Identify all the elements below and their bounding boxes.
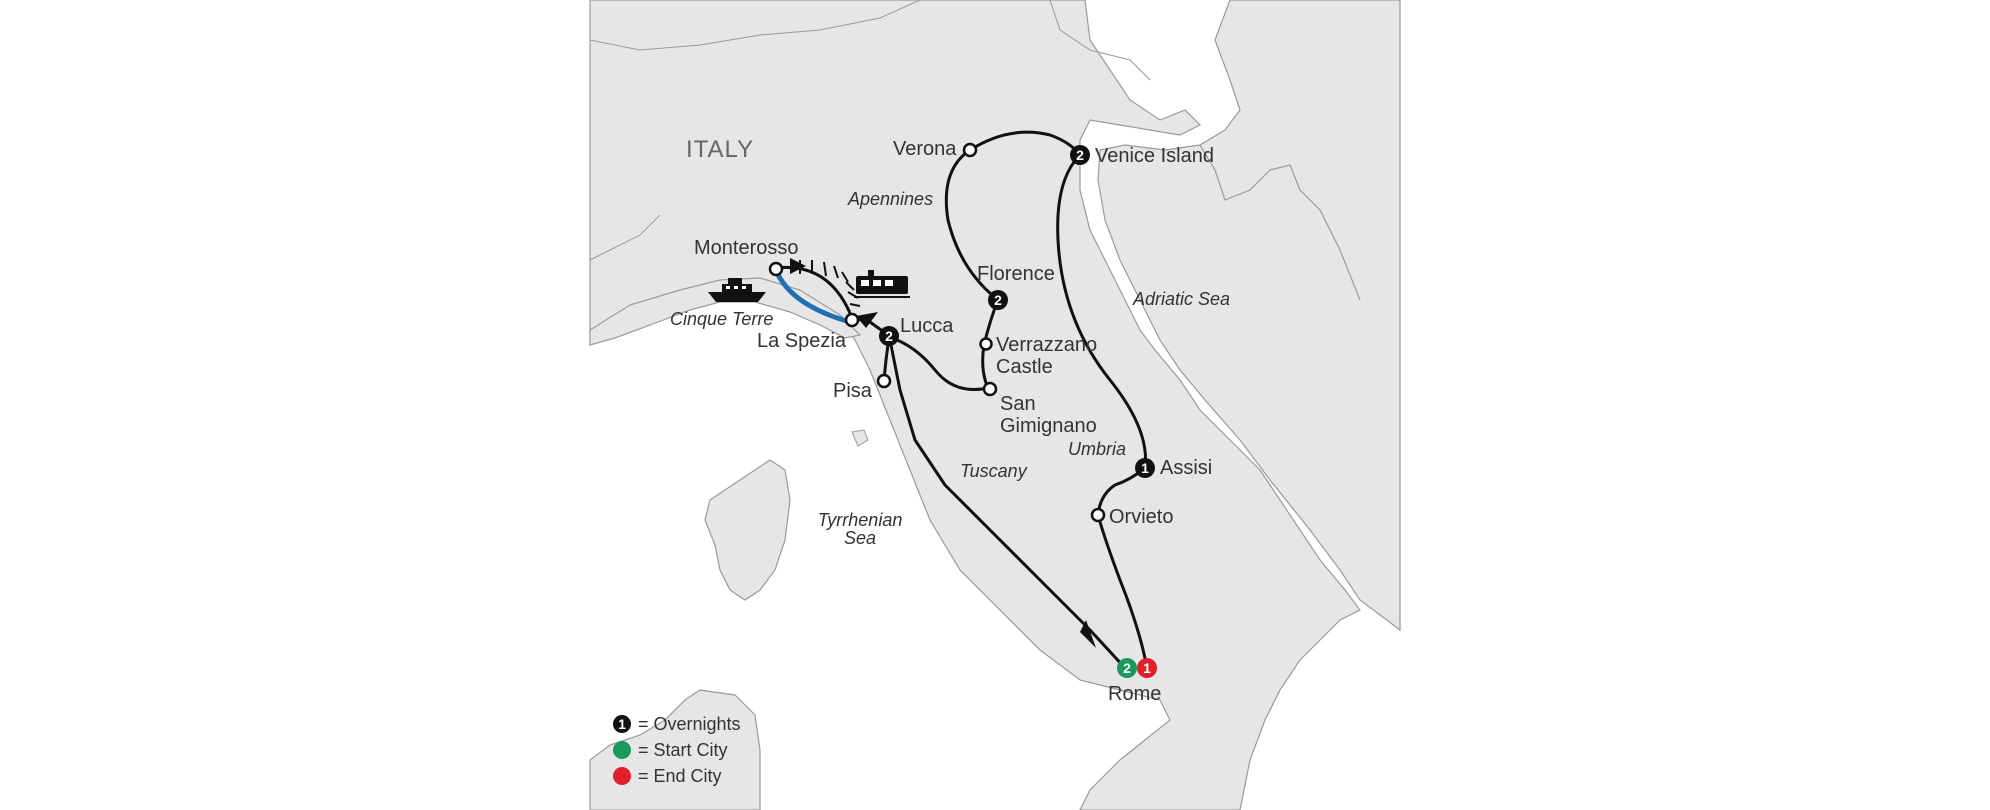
ship-icon xyxy=(708,278,766,302)
city-label-pisa: Pisa xyxy=(833,380,873,402)
route-arrow-lucca xyxy=(856,312,878,328)
border-west xyxy=(589,214,661,261)
city-label-verona: Verona xyxy=(893,138,957,160)
svg-text:2: 2 xyxy=(1076,147,1084,163)
region-label-cinque-terre: Cinque Terre xyxy=(670,309,773,329)
stop-verrazzano xyxy=(979,337,993,351)
region-label-tyrrhenian: Tyrrhenian xyxy=(818,510,903,530)
region-label-tyrrhenian-sea: Sea xyxy=(844,528,876,548)
svg-text:1: 1 xyxy=(1141,460,1149,476)
svg-text:2: 2 xyxy=(885,328,893,344)
border-north xyxy=(589,0,921,51)
legend-start-city: = Start City xyxy=(613,740,728,760)
badge-lucca: 2 xyxy=(879,326,899,346)
svg-text:1: 1 xyxy=(618,716,626,732)
svg-text:2: 2 xyxy=(994,292,1002,308)
city-label-monterosso: Monterosso xyxy=(694,237,799,259)
stop-san-gimignano xyxy=(982,381,998,397)
badge-rome-start: 2 xyxy=(1117,658,1137,678)
route-train-cinque-terre xyxy=(775,265,854,319)
city-label-la-spezia: La Spezia xyxy=(757,330,847,352)
country-label: ITALY xyxy=(686,136,754,163)
region-label-apennines: Apennines xyxy=(847,189,933,209)
coast-istria xyxy=(1199,144,1361,301)
city-label-rome: Rome xyxy=(1108,683,1161,705)
stop-orvieto xyxy=(1090,507,1106,523)
land-balkans xyxy=(1097,0,1401,632)
route-arrow-train xyxy=(790,258,806,274)
region-label-adriatic: Adriatic Sea xyxy=(1132,289,1230,309)
stop-pisa xyxy=(876,373,892,389)
route-rome-lucca xyxy=(888,338,1127,670)
svg-text:2: 2 xyxy=(1123,660,1131,676)
legend-end-city: = End City xyxy=(613,766,722,786)
route-arrow-coast xyxy=(1080,620,1096,648)
route-ferry-cinque-terre xyxy=(773,267,853,325)
city-label-venice: Venice Island xyxy=(1095,145,1214,167)
city-label-verrazzano: Verrazzano xyxy=(996,334,1097,356)
city-label-florence: Florence xyxy=(977,263,1055,285)
train-icon xyxy=(854,270,910,298)
svg-text:= Overnights: = Overnights xyxy=(638,714,741,734)
city-label-orvieto: Orvieto xyxy=(1109,506,1173,528)
base-map xyxy=(589,0,1401,810)
svg-text:1: 1 xyxy=(1143,660,1151,676)
land-corsica xyxy=(704,459,791,601)
land-sardinia xyxy=(589,689,761,810)
svg-text:= Start City: = Start City xyxy=(638,740,728,760)
badge-rome-end: 1 xyxy=(1137,658,1157,678)
legend: 1 = Overnights = Start City = End City xyxy=(613,714,741,786)
badge-florence: 2 xyxy=(988,290,1008,310)
city-label-assisi: Assisi xyxy=(1160,457,1212,479)
legend-overnights: 1 = Overnights xyxy=(613,714,741,734)
city-label-san-gimignano-2: Gimignano xyxy=(1000,415,1097,437)
stops: 2 2 2 1 2 1 xyxy=(768,142,1157,678)
badge-assisi: 1 xyxy=(1135,458,1155,478)
region-label-umbria: Umbria xyxy=(1068,439,1126,459)
city-label-lucca: Lucca xyxy=(900,315,954,337)
land-elba xyxy=(851,429,869,447)
city-label-verrazzano-castle: Castle xyxy=(996,356,1053,378)
stop-verona xyxy=(962,142,978,158)
badge-venice: 2 xyxy=(1070,145,1090,165)
border-north-2 xyxy=(1049,0,1151,81)
stop-la-spezia xyxy=(844,312,860,328)
city-label-san-gimignano: San xyxy=(1000,393,1036,415)
stop-monterosso xyxy=(768,261,784,277)
svg-text:= End City: = End City xyxy=(638,766,722,786)
region-label-tuscany: Tuscany xyxy=(960,461,1028,481)
